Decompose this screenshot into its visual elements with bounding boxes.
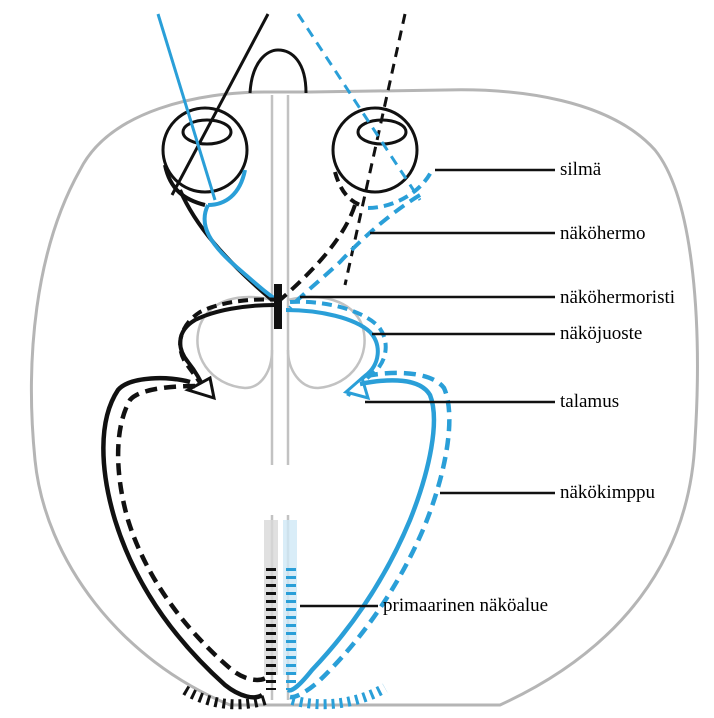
label-thalamus: talamus <box>560 392 619 411</box>
left-thalamus-outline <box>197 297 272 388</box>
left-optic-nerve-blue <box>205 205 280 302</box>
right-optic-radiation-solid <box>288 380 434 690</box>
label-optic-chiasm: näköhermoristi <box>560 288 675 307</box>
left-eye-icon <box>163 108 247 192</box>
left-optic-radiation-solid <box>103 378 262 697</box>
optic-chiasm-marker <box>274 284 282 329</box>
label-optic-nerve: näköhermo <box>560 224 645 243</box>
label-eye: silmä <box>560 160 601 179</box>
right-optic-nerve-black-dashed <box>280 205 355 300</box>
right-visual-cortex-band <box>283 520 385 704</box>
right-optic-nerve-blue-dashed <box>290 195 420 308</box>
right-optic-radiation-dashed <box>290 373 449 697</box>
midline-gap <box>228 465 348 515</box>
left-optic-radiation-dashed <box>118 386 266 680</box>
label-primary-visual-cortex: primaarinen näköalue <box>383 596 548 615</box>
label-optic-tract: näköjuoste <box>560 324 642 343</box>
nose-icon <box>250 50 306 93</box>
label-optic-radiation: näkökimppu <box>560 483 655 502</box>
